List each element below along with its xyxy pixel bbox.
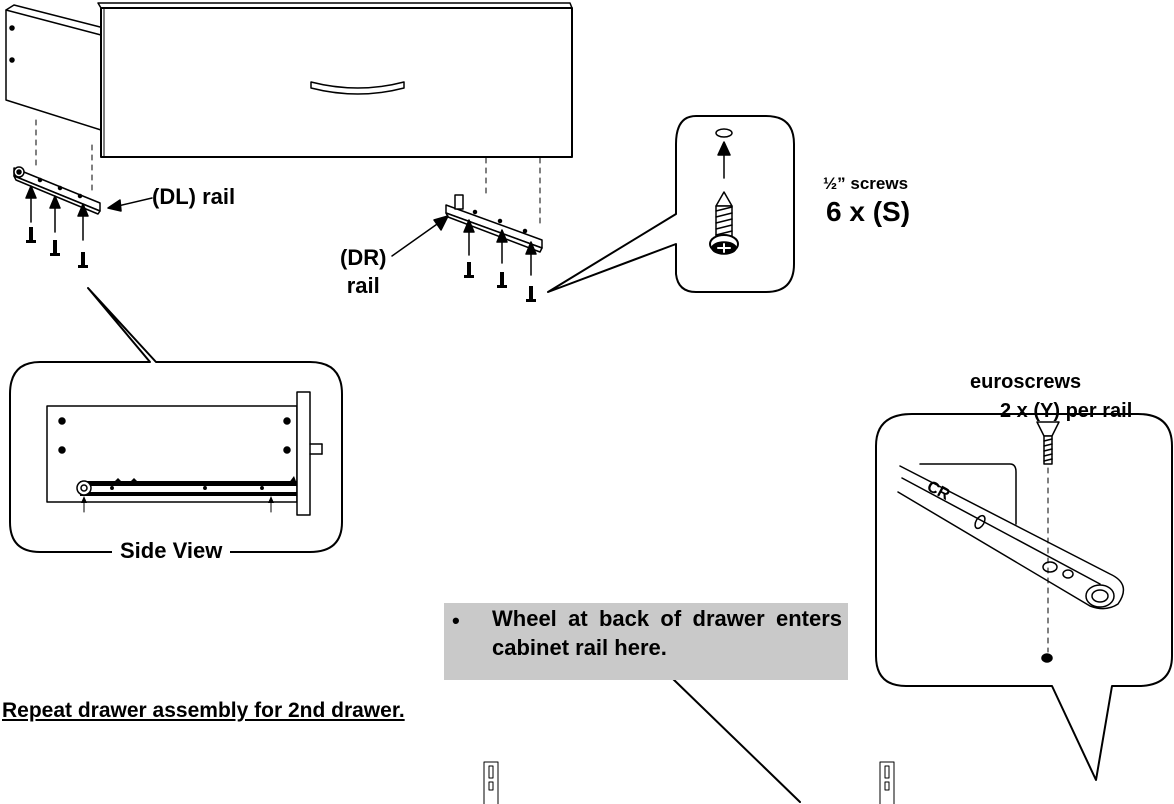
note-bullet: •	[452, 608, 460, 633]
dr-rail-label: (DR) rail	[340, 244, 386, 300]
dr-rail	[445, 194, 543, 253]
dl-rail-arrows	[25, 185, 89, 241]
screw-count-label: 6 x (S)	[826, 196, 911, 227]
side-view-callout	[9, 287, 343, 553]
euroscrews-label: euroscrews	[970, 371, 1082, 393]
dr-rail-label-line2: rail	[346, 273, 380, 298]
euroscrew-icon	[1036, 421, 1060, 465]
repeat-instruction: Repeat drawer assembly for 2nd drawer.	[2, 699, 405, 722]
note-text: Wheel at back of drawer enters cabinet r…	[492, 606, 842, 660]
side-view-label: Side View	[112, 538, 231, 564]
cabinet-rail-stubs	[483, 761, 895, 804]
dl-rail-label: (DL) rail	[152, 184, 236, 209]
note-box	[444, 603, 848, 680]
dr-rail-arrows	[463, 219, 537, 276]
wood-screw-icon	[709, 191, 739, 255]
dl-rail	[13, 166, 101, 215]
drawer	[5, 2, 573, 158]
screw-size-label: ½” screws	[823, 174, 909, 193]
dr-rail-label-line1: (DR)	[340, 245, 387, 270]
screw-callout	[547, 115, 795, 293]
euroscrew-callout	[875, 413, 1173, 781]
euroscrews-count-label: 2 x (Y) per rail	[1000, 400, 1133, 422]
